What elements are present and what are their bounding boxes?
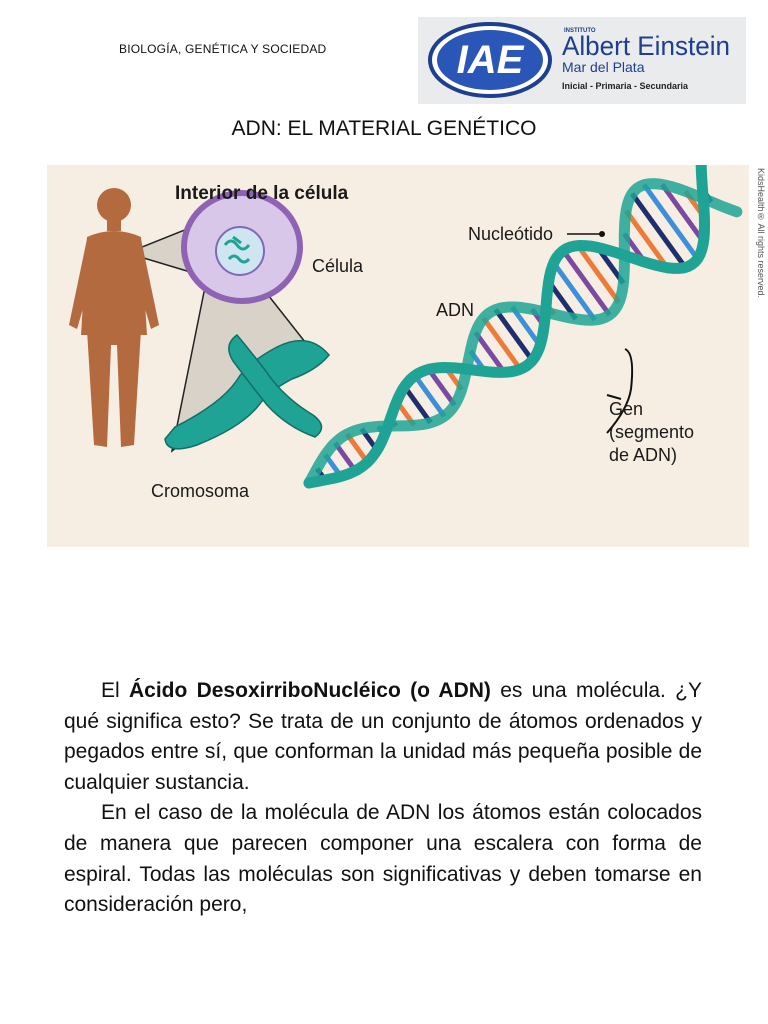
base-pair	[510, 305, 543, 348]
base-pair	[473, 331, 507, 374]
base-pair	[630, 192, 688, 269]
dna-illustration: Interior de la célula Célula Nucleótido …	[47, 165, 749, 547]
body-text: El Ácido DesoxirriboNucléico (o ADN) es …	[64, 676, 702, 921]
page-title: ADN: EL MATERIAL GENÉTICO	[231, 117, 537, 140]
p1-lead: El	[101, 679, 129, 702]
chromosome-illustration	[164, 333, 330, 450]
label-nucleotide: Nucleótido	[468, 224, 553, 244]
image-credit: KidsHealth® All rights reserved.	[756, 168, 766, 299]
logo-levels: Inicial - Primaria - Secundaria	[562, 81, 689, 91]
base-pair	[345, 432, 370, 464]
base-pair	[561, 249, 612, 317]
paragraph-2: En el caso de la molécula de ADN los áto…	[64, 801, 702, 917]
dna-backbone-strand	[303, 178, 743, 489]
base-pair	[575, 244, 621, 304]
base-pair	[551, 261, 597, 322]
p1-rest: es una molécula. ¿Y qué significa esto? …	[64, 679, 702, 794]
logo-city: Mar del Plata	[562, 59, 645, 75]
base-pair	[426, 367, 457, 407]
label-gene: Gen	[609, 399, 643, 419]
cell-illustration	[181, 190, 303, 304]
dna-figure-svg: Interior de la célula Célula Nucleótido …	[69, 165, 743, 501]
base-pair	[412, 374, 447, 418]
school-logo: IAE INSTITUTO Albert Einstein Mar del Pl…	[418, 17, 746, 104]
logo-mark: IAE	[457, 38, 525, 82]
gene-brace	[606, 348, 634, 434]
label-cell: Célula	[312, 256, 364, 276]
human-body-illustration	[69, 188, 159, 447]
base-pair	[481, 316, 523, 371]
base-pair	[624, 209, 670, 270]
logo-graphic: IAE INSTITUTO Albert Einstein Mar del Pl…	[428, 22, 730, 98]
paragraph-1: El Ácido DesoxirriboNucléico (o ADN) es …	[64, 676, 702, 798]
nucleotide-dot	[599, 231, 605, 237]
label-cell-interior: Interior de la célula	[175, 183, 349, 204]
base-pair	[660, 183, 706, 244]
logo-instituto: INSTITUTO	[564, 28, 596, 34]
label-gene-segment: (segmento	[609, 422, 694, 442]
dna-backbone-strand	[303, 165, 711, 489]
label-dna: ADN	[436, 300, 474, 320]
logo-name: Albert Einstein	[562, 31, 730, 61]
course-subject: BIOLOGÍA, GENÉTICA Y SOCIEDAD	[119, 42, 327, 56]
label-gene-of-dna: de ADN)	[609, 445, 677, 465]
p1-bold-term: Ácido DesoxirriboNucléico (o ADN)	[128, 679, 491, 702]
base-pair	[402, 385, 433, 425]
base-pair	[333, 441, 358, 473]
base-pair	[641, 183, 700, 261]
base-pair	[493, 308, 535, 362]
label-chromosome: Cromosoma	[151, 481, 250, 501]
dna-helix	[303, 165, 743, 489]
